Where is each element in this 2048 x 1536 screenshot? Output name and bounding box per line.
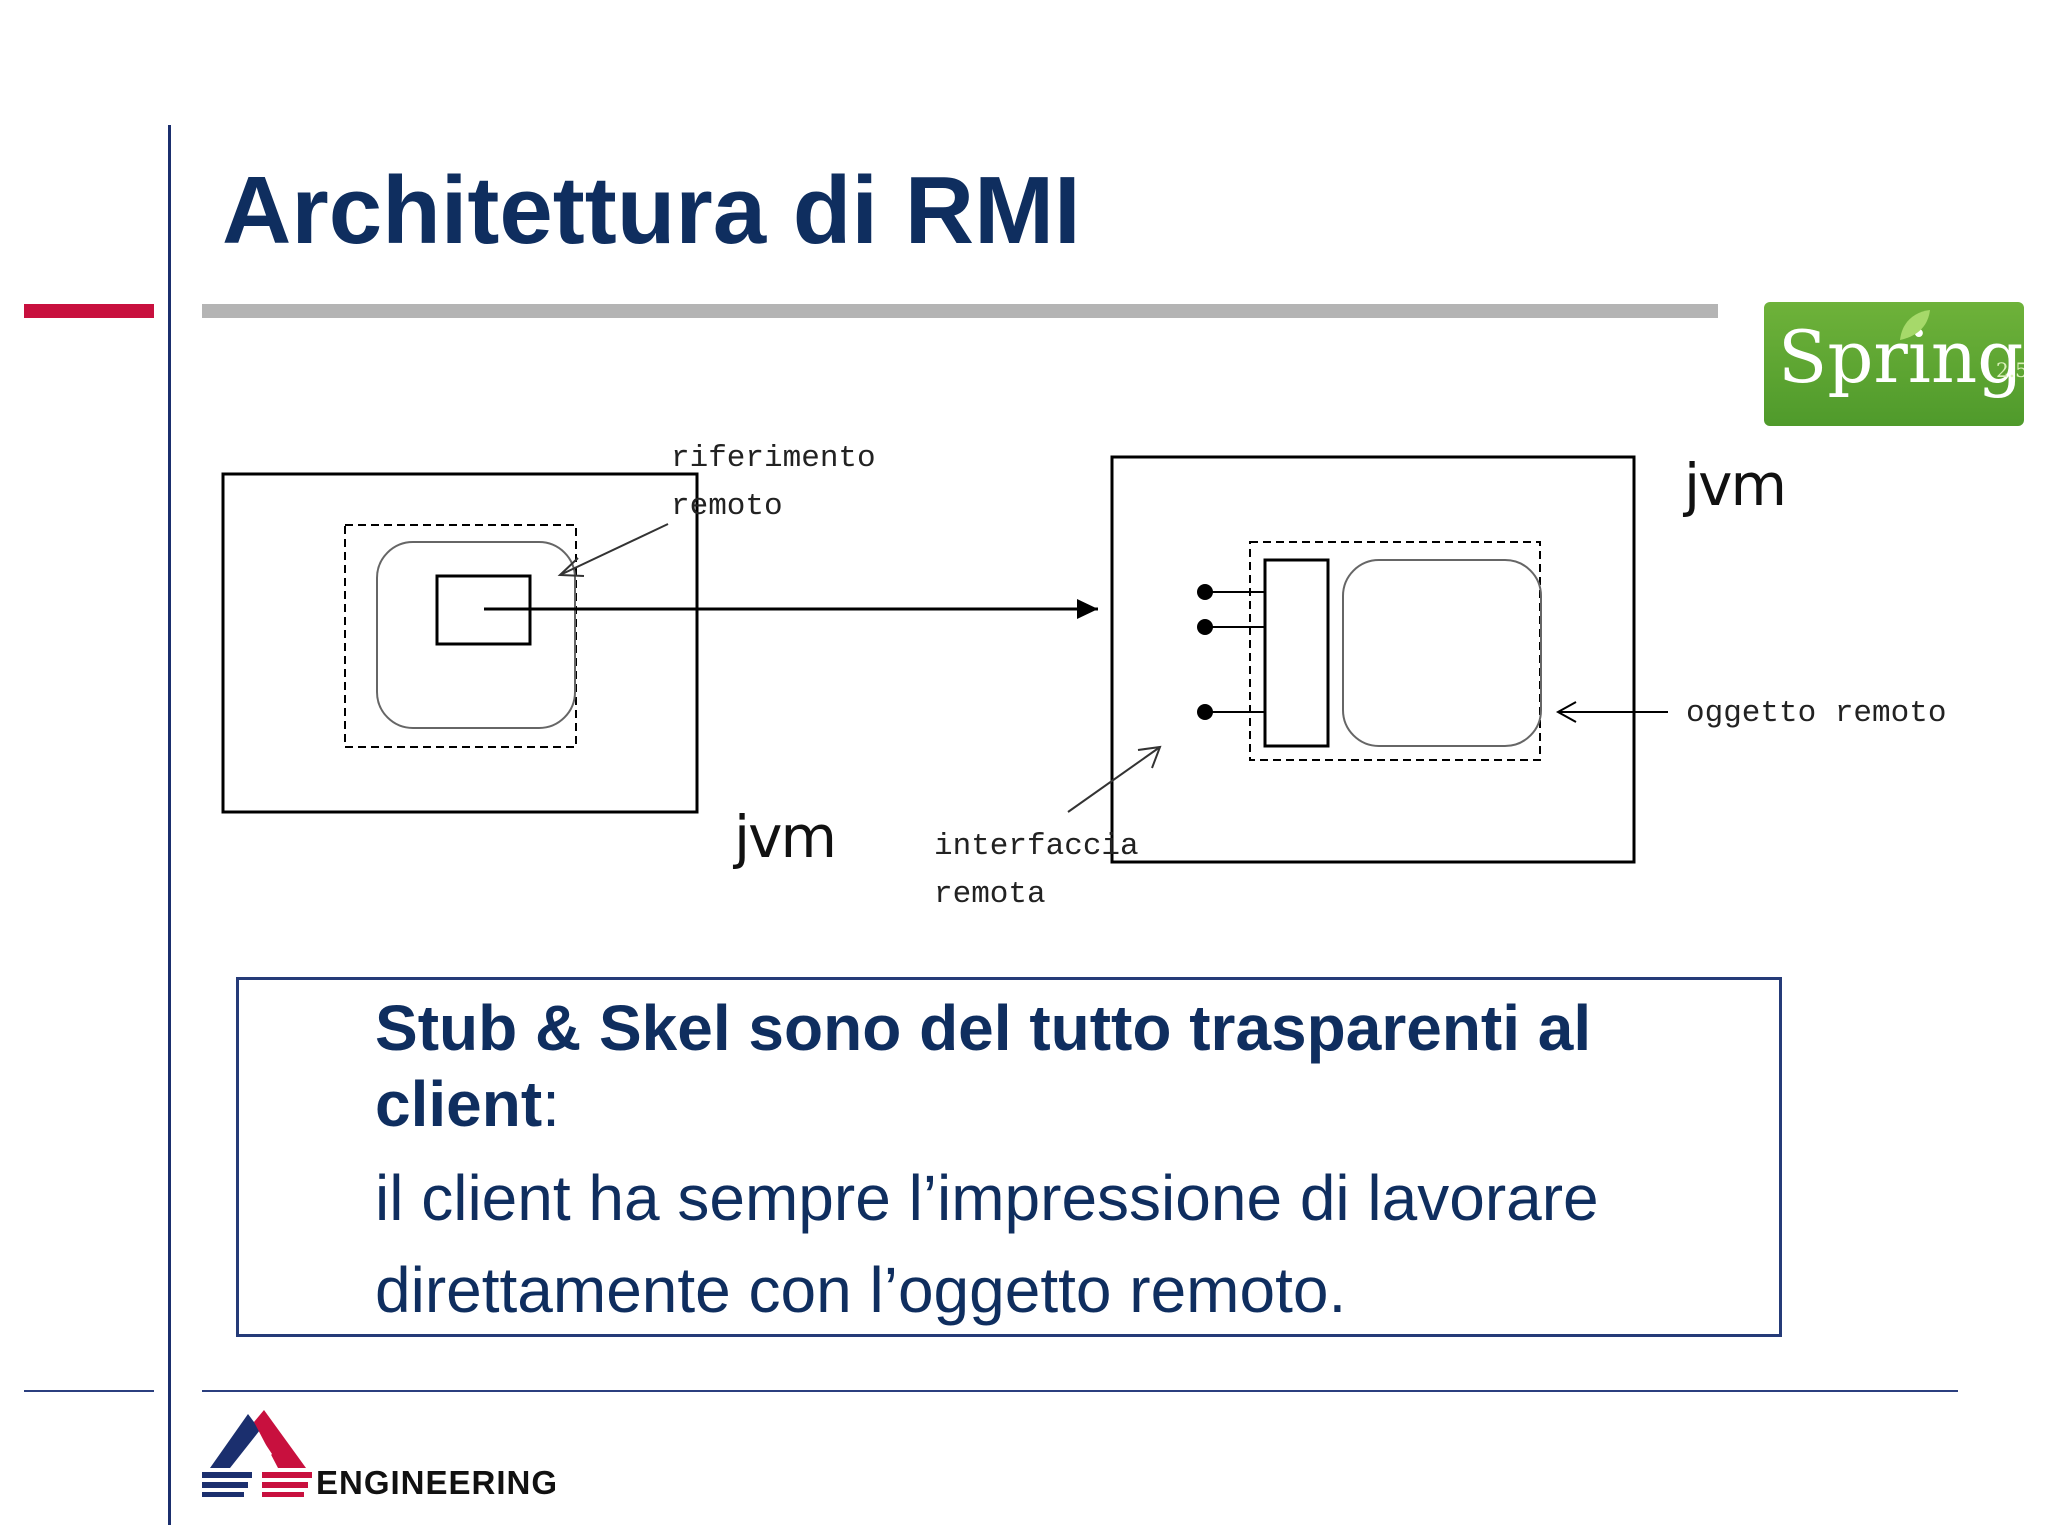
skeleton-box [1263,558,1330,748]
footer-rule-left [24,1390,154,1392]
label-jvm-client: jvm [734,803,837,871]
slide-title: Architettura di RMI [222,157,1081,264]
left-vertical-rule [168,125,171,1525]
spring-logo-version: 2.5 [1996,358,2024,382]
explanation-heading: Stub & Skel sono del tutto trasparenti a… [375,990,1755,1142]
leaf-icon [1900,310,1930,340]
footer-rule-right [202,1390,1958,1392]
explanation-line-2: direttamente con l’oggetto remoto. [375,1254,1347,1326]
label-remota: remota [934,877,1046,912]
server-skeleton-dashed-box [1249,541,1541,761]
label-remoto: remoto [671,489,783,524]
interface-pointer [1067,746,1161,813]
interface-endpoint-2 [1197,619,1213,635]
label-riferimento: riferimento [671,441,876,476]
engineering-logo-icon [202,1410,312,1497]
label-jvm-server: jvm [1684,451,1787,519]
explanation-box: Stub & Skel sono del tutto trasparenti a… [236,977,1782,1337]
red-accent-bar [24,304,154,318]
interface-endpoint-3 [1197,704,1213,720]
reference-pointer [559,523,669,576]
remote-object-box [1342,559,1542,747]
explanation-heading-text: Stub & Skel sono del tutto trasparenti a… [375,992,1592,1140]
label-oggetto-remoto: oggetto remoto [1686,696,1947,731]
reference-pointer-head [557,557,585,577]
spring-logo: Spring 2.5 [1764,302,2024,426]
explanation-colon: : [542,1068,560,1140]
client-jvm-box [221,472,699,814]
spring-logo-text: Spring [1778,315,2024,399]
interface-endpoint-1 [1197,584,1213,600]
client-stub-dashed-box [344,524,577,748]
footer-company-name: ENGINEERING [316,1464,559,1501]
explanation-text: Stub & Skel sono del tutto trasparenti a… [375,990,1755,1336]
title-divider [202,304,1718,318]
label-interfaccia: interfaccia [934,829,1139,864]
server-jvm-box [1110,455,1636,864]
client-object-box [376,541,576,729]
object-pointer-head [1555,701,1577,723]
invocation-arrow-head [1077,599,1098,619]
interface-pointer-head [1137,745,1162,769]
explanation-line-1: il client ha sempre l’impressione di lav… [375,1162,1599,1234]
